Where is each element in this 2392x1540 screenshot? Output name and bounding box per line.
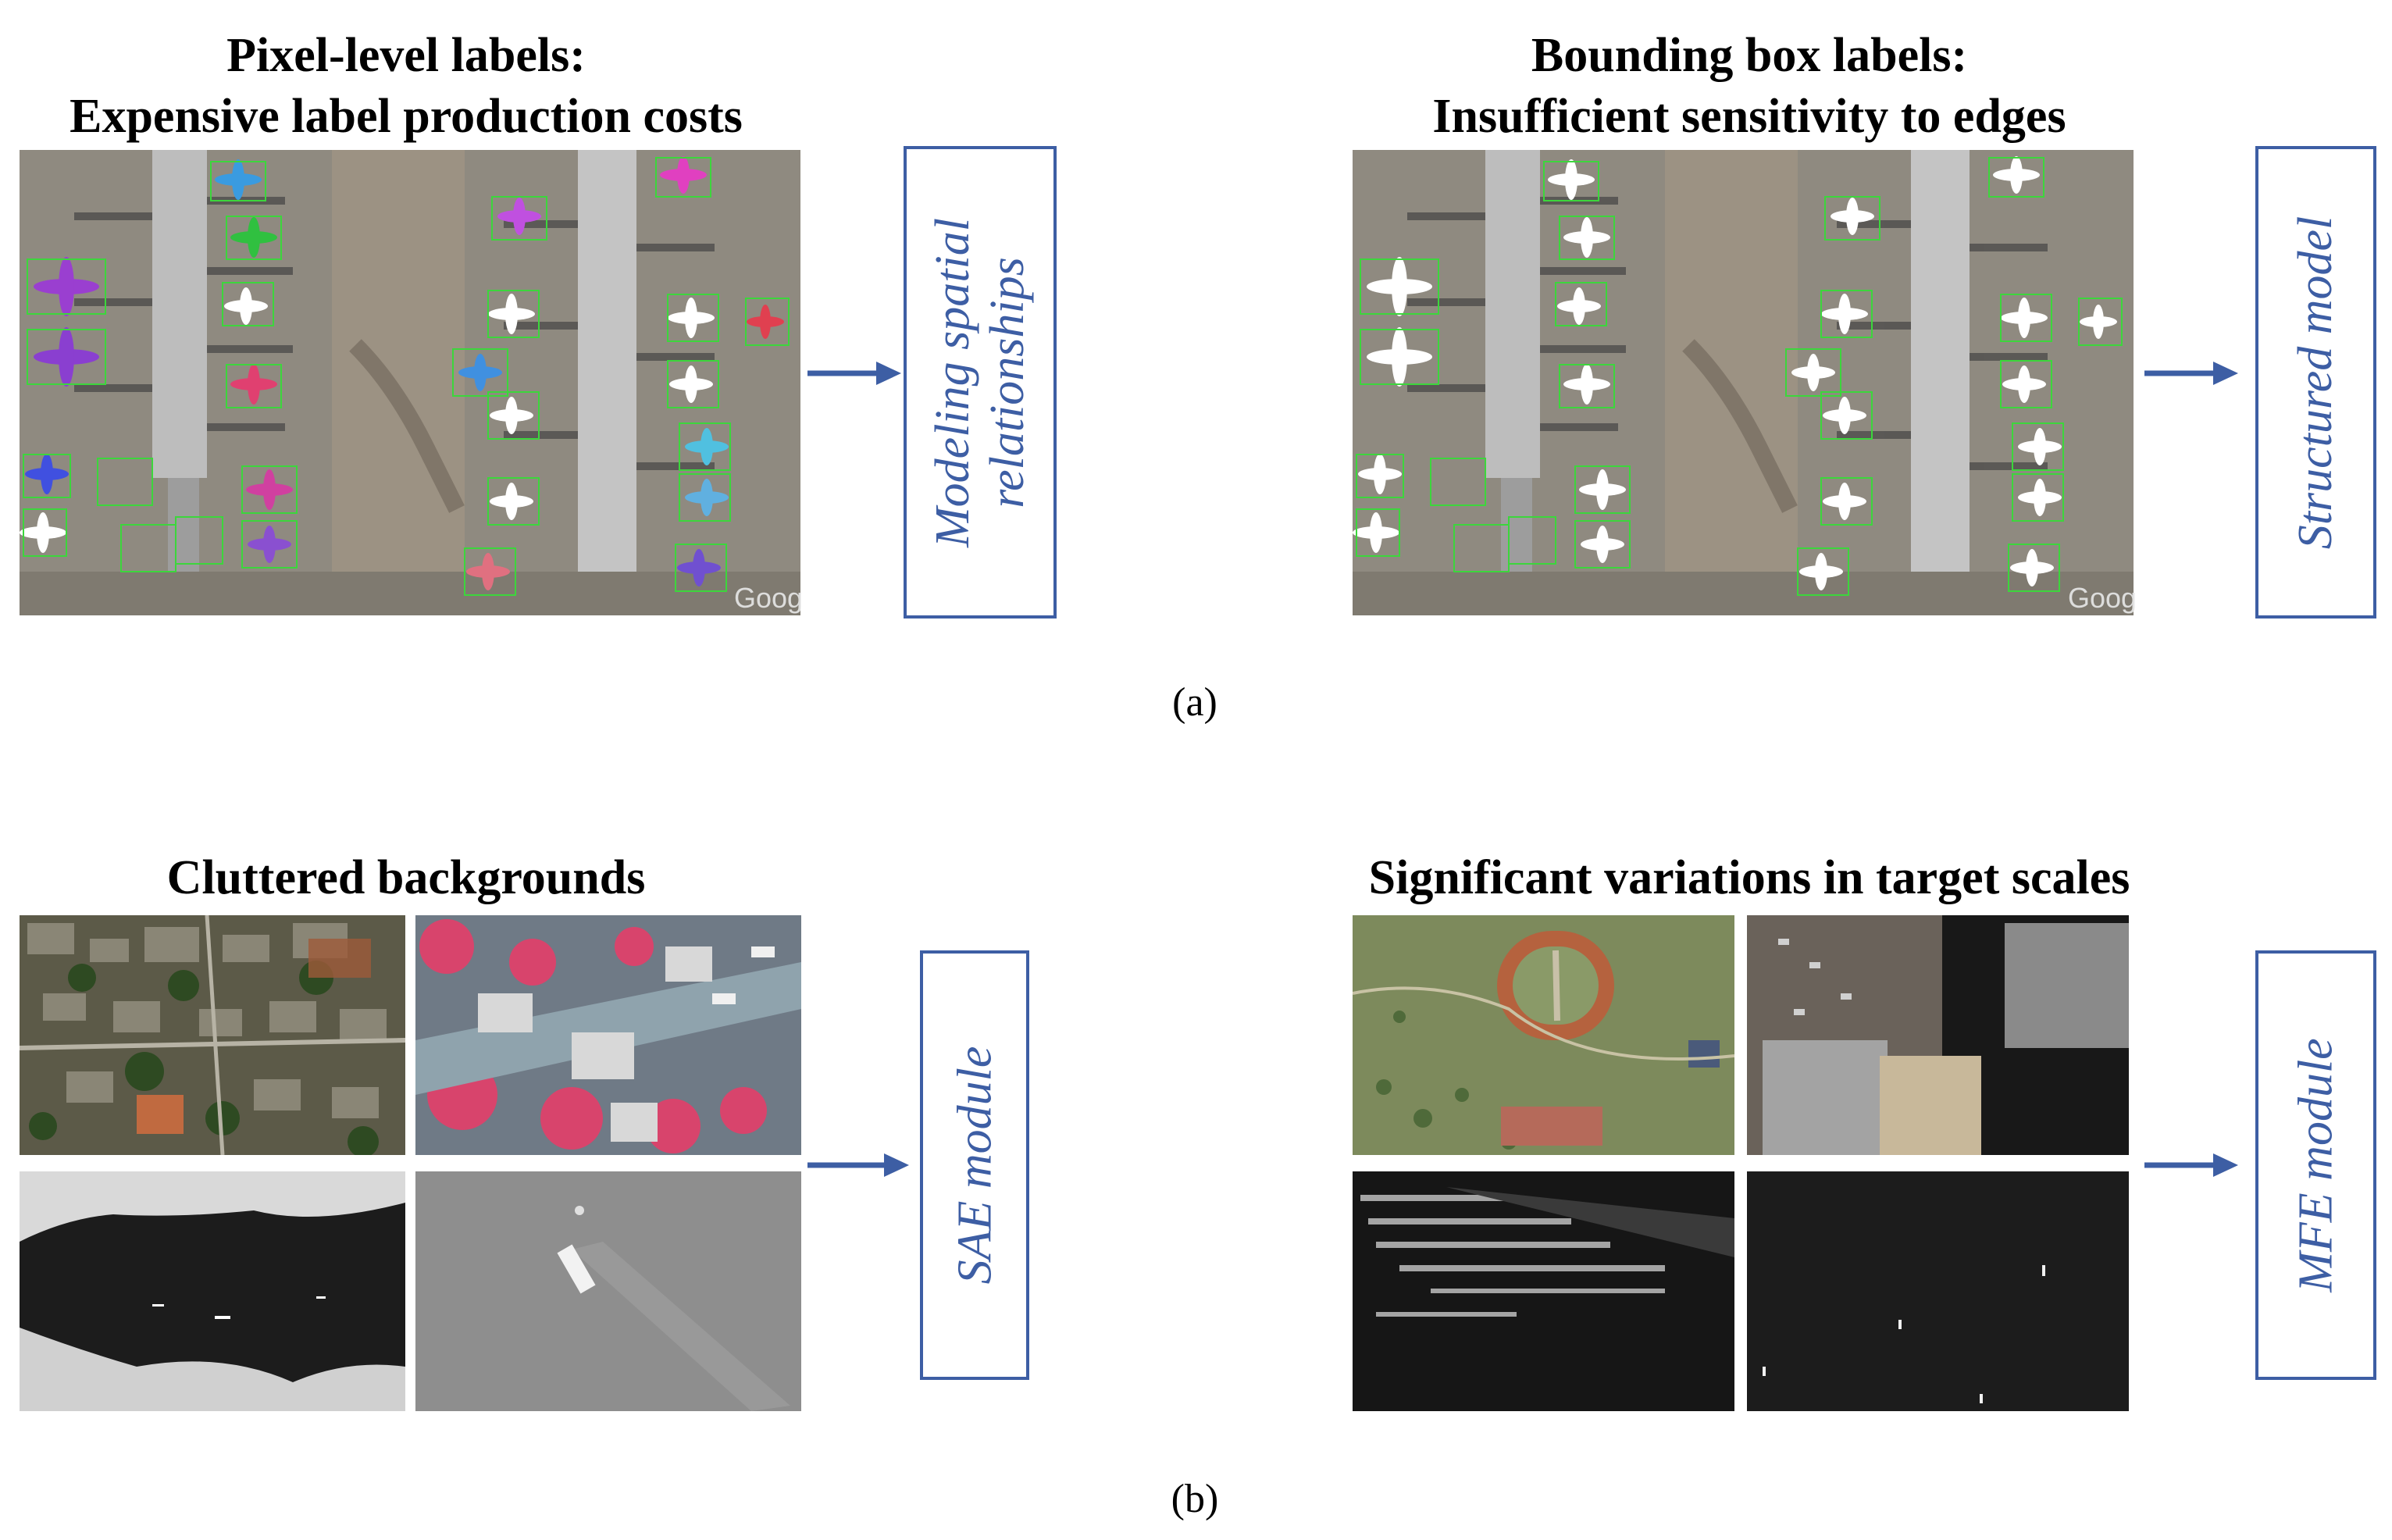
panel-a-right-title: Bounding box labels: Insufficient sensit… xyxy=(1343,25,2155,147)
athletics-track-image xyxy=(1353,915,1734,1155)
airport-pixel-labels-image xyxy=(20,150,800,615)
google-watermark-left: Goog xyxy=(734,582,804,614)
sae-module-text: SAE module xyxy=(948,1046,1002,1285)
sar-open-sea-image xyxy=(1747,1171,2129,1411)
arrow-a-left xyxy=(807,358,901,389)
panel-b-caption: (b) xyxy=(1171,1477,1219,1521)
box-a-left-line1: Modeling spatial xyxy=(926,217,980,547)
panel-a-left-title: Pixel-level labels: Expensive label prod… xyxy=(0,25,812,147)
panel-a-caption: (a) xyxy=(1172,680,1217,725)
mfe-module-box: MFE module xyxy=(2255,950,2376,1380)
google-watermark-right: Goog xyxy=(2068,582,2137,614)
panel-b-right-title: Significant variations in target scales xyxy=(1368,851,2130,904)
infrared-urban-image xyxy=(415,915,801,1155)
sae-module-box: SAE module xyxy=(920,950,1029,1380)
arrow-b-right xyxy=(2144,1150,2238,1181)
mfe-module-text: MFE module xyxy=(2289,1038,2343,1292)
sar-ship-closeup-image xyxy=(415,1171,801,1411)
structured-model-box: Structured model xyxy=(2255,146,2376,618)
arrow-b-left xyxy=(807,1150,909,1181)
panel-a-left-title-line1: Pixel-level labels: xyxy=(226,29,586,82)
modeling-spatial-relationships-box: Modeling spatial relationships xyxy=(904,146,1057,618)
urban-buildings-image xyxy=(1747,915,2129,1155)
box-a-left-line2: relationships xyxy=(981,256,1035,508)
structured-model-text: Structured model xyxy=(2289,216,2343,549)
panel-a-right-title-line2: Insufficient sensitivity to edges xyxy=(1432,90,2066,143)
modeling-spatial-relationships-text: Modeling spatial relationships xyxy=(925,218,1035,547)
panel-b-left-title: Cluttered backgrounds xyxy=(166,851,646,904)
arrow-a-right xyxy=(2144,358,2238,389)
sar-harbor-image xyxy=(20,1171,405,1411)
cluttered-urban-image xyxy=(20,915,405,1155)
panel-a-left-title-line2: Expensive label production costs xyxy=(70,90,743,143)
sar-port-image xyxy=(1353,1171,1734,1411)
panel-a-right-title-line1: Bounding box labels: xyxy=(1531,29,1968,82)
airport-bounding-box-labels-image xyxy=(1353,150,2134,615)
